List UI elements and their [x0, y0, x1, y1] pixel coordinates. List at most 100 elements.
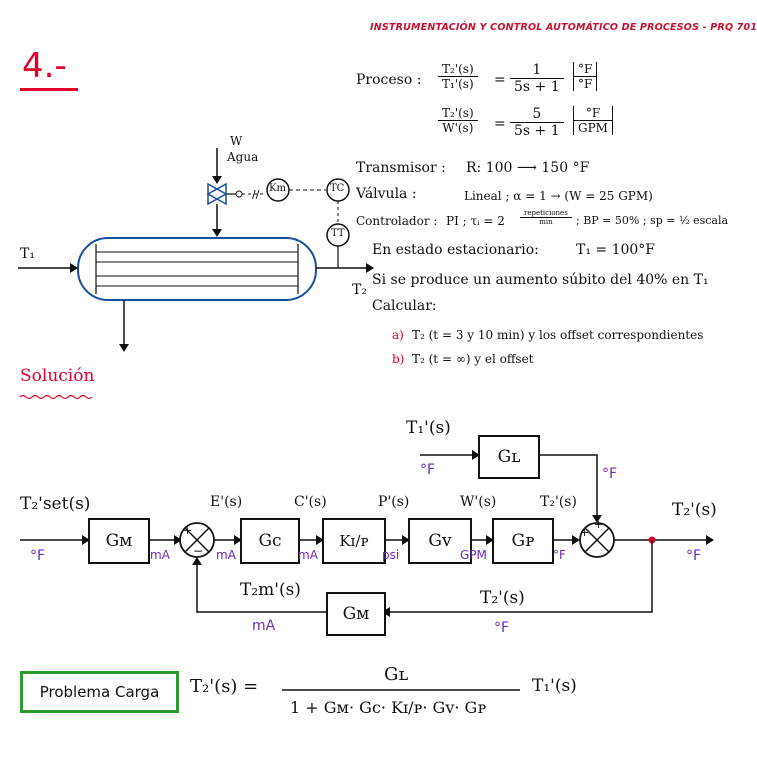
- gc-block: Gc: [240, 518, 300, 564]
- tank-inlet-arrow: [212, 229, 222, 237]
- unit-f: °F: [553, 548, 566, 562]
- tf1-value-denominator: 5s + 1: [514, 79, 560, 95]
- controlador-frac-den: min: [539, 218, 553, 226]
- unit-ma-1: mA: [150, 548, 170, 562]
- feedback-unit: °F: [494, 620, 510, 636]
- signal-hash: //: [252, 188, 260, 201]
- problema-carga-label: Problema Carga: [39, 683, 160, 701]
- t1-disturbance-label: T₁'(s): [406, 418, 451, 438]
- tf1-denominator: T₁'(s): [442, 77, 474, 91]
- tf2-value-fraction: 5 5s + 1: [510, 106, 564, 139]
- solucion-underline: [19, 394, 93, 400]
- e-signal-label: E'(s): [210, 494, 243, 510]
- item-a-letter: a): [392, 328, 404, 342]
- output-label: T₂'(s): [672, 500, 717, 520]
- drain-arrow: [119, 344, 129, 352]
- arrow-gp-sum2: [572, 535, 580, 545]
- t1-disturbance-unit: °F: [420, 462, 436, 478]
- sum2-plus-left: +: [580, 526, 590, 539]
- arrow-kip-gv: [402, 535, 410, 545]
- p-signal-label: P'(s): [378, 494, 410, 510]
- gl-block: Gʟ: [478, 435, 540, 479]
- arrow-output: [706, 535, 714, 545]
- estado-value: T₁ = 100°F: [576, 242, 656, 258]
- tf2-units-denominator: GPM: [578, 121, 608, 135]
- carga-numerator: Gʟ: [384, 664, 409, 685]
- tf1-units-denominator: °F: [578, 77, 593, 91]
- sum2-plus-top: +: [594, 518, 604, 531]
- t2-outlet-arrow: [366, 263, 374, 273]
- actuator-dot: [235, 190, 243, 198]
- gp-block: Gᴘ: [492, 518, 554, 564]
- tf2-numerator: T₂'(s): [438, 106, 478, 121]
- water-arrow: [212, 176, 222, 184]
- feedback-label: T₂'(s): [480, 588, 525, 608]
- tf2-value-numerator: 5: [510, 106, 564, 123]
- tf1-numerator: T₂'(s): [438, 62, 478, 77]
- tf1-equals: =: [494, 72, 506, 88]
- input-setpoint-label: T₂'set(s): [20, 494, 91, 514]
- line-gm-sum1-feedback: [196, 559, 326, 613]
- controlador-frac-num: repeticiones: [520, 209, 572, 218]
- tank-shell: [77, 237, 317, 301]
- tf1-variable-fraction: T₂'(s) T₁'(s): [438, 62, 478, 91]
- arrow-feedback-gm: [382, 607, 390, 617]
- line-gl-sum2: [538, 454, 598, 521]
- carga-lhs: T₂'(s) =: [190, 676, 259, 697]
- sum1-cross-b: [184, 527, 210, 553]
- tf2-equals: =: [494, 116, 506, 132]
- controlador-value: PI ; τᵢ = 2: [446, 214, 505, 228]
- arrow-gl-sum2: [592, 515, 602, 523]
- valvula-value: Lineal ; α = 1 → (W = 25 GPM): [464, 189, 653, 203]
- solucion-heading: Solución: [20, 366, 95, 386]
- unit-gpm: GPM: [460, 548, 487, 562]
- tf2-denominator: W'(s): [442, 121, 474, 135]
- problem-number: 4.-: [22, 46, 67, 86]
- estado-text: En estado estacionario:: [372, 242, 539, 258]
- arrow-sum1-gc: [234, 535, 242, 545]
- aumento-text: Si se produce un aumento súbito del 40% …: [372, 272, 709, 288]
- unit-ma-3: mA: [298, 548, 318, 562]
- carga-denominator: 1 + Gᴍ· Gc· Kɪ/ᴘ· Gᴠ· Gᴘ: [290, 698, 487, 717]
- tf1-value-numerator: 1: [510, 62, 564, 79]
- valve-right: [206, 182, 227, 206]
- tf1-units-numerator: °F: [574, 62, 597, 77]
- tc-label: TC: [330, 183, 345, 194]
- arrow-feedback-sum1: [192, 557, 202, 565]
- controlador-fraction: repeticiones min: [520, 209, 572, 226]
- w-signal-label: W'(s): [460, 494, 497, 510]
- t1-label: T₁: [20, 246, 35, 262]
- t2p-signal-label: T₂'(s): [540, 494, 577, 510]
- unit-ma-2: mA: [216, 548, 236, 562]
- water-agua-label: Agua: [227, 150, 259, 164]
- tf2-variable-fraction: T₂'(s) W'(s): [438, 106, 478, 135]
- gm-feedback-block: Gᴍ: [326, 592, 386, 636]
- t2-label: T₂: [352, 282, 367, 298]
- problem-number-underline: [20, 88, 78, 91]
- unit-psi: psi: [382, 548, 400, 562]
- t1-inlet-arrow: [70, 263, 78, 273]
- carga-rhs: T₁'(s): [532, 676, 577, 696]
- item-b-text: T₂ (t = ∞) y el offset: [412, 352, 534, 366]
- gl-output-unit: °F: [602, 466, 618, 482]
- controlador-rest: ; BP = 50% ; sp = ½ escala: [576, 214, 729, 227]
- line-feedback-gm: [384, 540, 653, 613]
- input-unit: °F: [30, 548, 46, 564]
- page-header: INSTRUMENTACIÓN Y CONTROL AUTOMÁTICO DE …: [370, 22, 757, 33]
- arrow-t1-gl: [472, 450, 480, 460]
- arrow-gc-kip: [316, 535, 324, 545]
- process-label: Proceso :: [356, 72, 422, 88]
- item-a-text: T₂ (t = 3 y 10 min) y los offset corresp…: [412, 328, 704, 342]
- tf2-units-numerator: °F: [574, 106, 612, 121]
- arrow-input-gm: [82, 535, 90, 545]
- tf2-units: °F GPM: [573, 106, 613, 135]
- arrow-gm-sum1: [174, 535, 182, 545]
- tf1-units: °F °F: [573, 62, 598, 91]
- output-unit: °F: [686, 548, 702, 564]
- gm-block: Gᴍ: [88, 518, 150, 564]
- sum1-minus: −: [193, 544, 204, 558]
- tt-label: TT: [331, 228, 345, 239]
- water-w-label: W: [230, 134, 243, 148]
- sum2-cross-b: [584, 527, 610, 553]
- tf1-value-fraction: 1 5s + 1: [510, 62, 564, 95]
